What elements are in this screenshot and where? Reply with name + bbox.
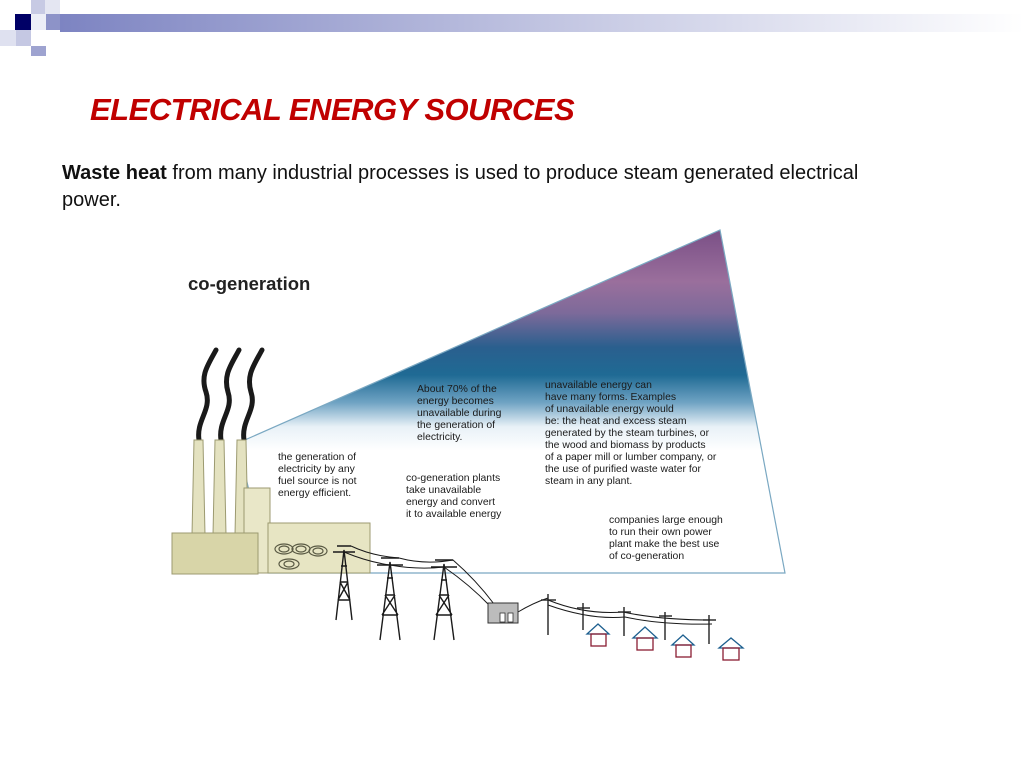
smoke-plume-icons: [196, 347, 265, 443]
note-companies: companies large enough to run their own …: [609, 515, 726, 562]
power-plant-icon: [171, 439, 371, 575]
note-companies-line: companies large enough: [609, 515, 723, 526]
intro-text: from many industrial processes is used t…: [62, 162, 859, 211]
note-energy-forms-line: have many forms. Examples: [545, 392, 676, 403]
note-energy-forms: unavailable energy can have many forms. …: [545, 380, 719, 487]
note-energy-forms-line: generated by the steam turbines, or: [545, 428, 710, 439]
utility-pole-icons: [541, 594, 716, 644]
turbine-coil-icons: [274, 543, 328, 570]
note-cogeneration: co-generation plants take unavailable en…: [406, 473, 503, 520]
diagram-heading: co-generation: [188, 273, 310, 294]
note-energy-forms-line: unavailable energy can: [545, 380, 652, 391]
note-efficiency: the generation of electricity by any fue…: [278, 452, 359, 499]
note-efficiency-line: fuel source is not: [278, 476, 357, 487]
note-unavailable-line: unavailable during: [417, 408, 502, 419]
note-unavailable-line: energy becomes: [417, 396, 494, 407]
cogeneration-diagram: co-generation: [171, 229, 786, 661]
note-companies-line: of co-generation: [609, 551, 684, 562]
note-cogeneration-line: take unavailable: [406, 485, 481, 496]
house-icons: [585, 623, 745, 661]
note-efficiency-line: energy efficient.: [278, 488, 351, 499]
note-cogeneration-line: co-generation plants: [406, 473, 500, 484]
note-unavailable: About 70% of the energy becomes unavaila…: [417, 384, 504, 443]
note-cogeneration-line: it to available energy: [406, 509, 502, 520]
header-square-dark: [15, 14, 31, 30]
decorative-header-band: [0, 0, 1024, 56]
note-energy-forms-line: of a paper mill or lumber company, or: [545, 452, 717, 463]
substation-icon: [487, 602, 519, 624]
note-unavailable-line: electricity.: [417, 432, 462, 443]
intro-paragraph: Waste heat from many industrial processe…: [62, 160, 912, 214]
note-companies-line: plant make the best use: [609, 539, 720, 550]
note-energy-forms-line: the use of purified waste water for: [545, 464, 701, 475]
note-energy-forms-line: of unavailable energy would: [545, 404, 674, 415]
note-companies-line: to run their own power: [609, 527, 712, 538]
slide-title: ELECTRICAL ENERGY SOURCES: [90, 92, 575, 127]
note-unavailable-line: the generation of: [417, 420, 495, 431]
note-cogeneration-line: energy and convert: [406, 497, 495, 508]
note-efficiency-line: electricity by any: [278, 464, 356, 475]
note-energy-forms-line: be: the heat and excess steam: [545, 416, 687, 427]
note-energy-forms-line: steam in any plant.: [545, 476, 632, 487]
intro-bold-term: Waste heat: [62, 162, 167, 184]
note-energy-forms-line: the wood and biomass by products: [545, 440, 706, 451]
note-unavailable-line: About 70% of the: [417, 384, 497, 395]
note-efficiency-line: the generation of: [278, 452, 356, 463]
